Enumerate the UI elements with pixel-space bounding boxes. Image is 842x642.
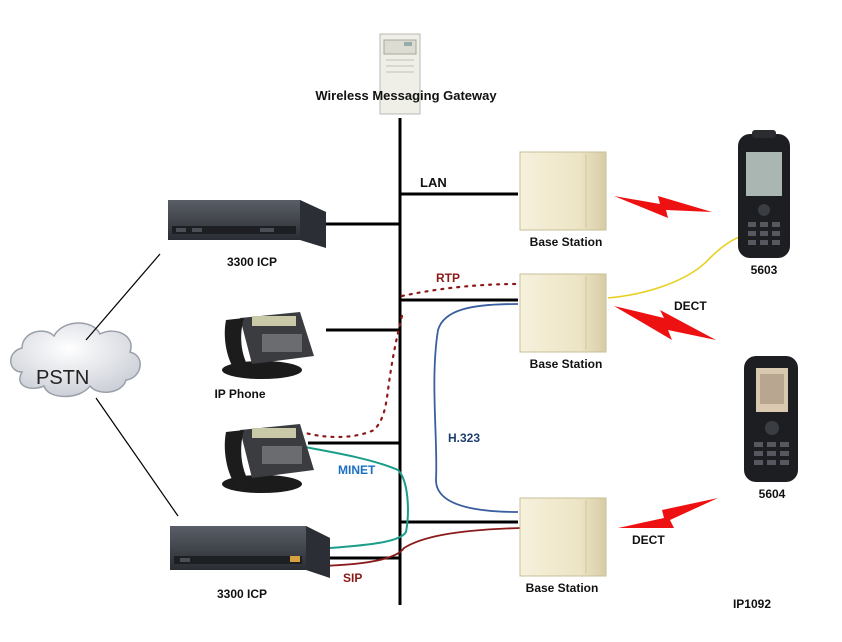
ip-phone-label: IP Phone bbox=[214, 387, 265, 401]
pstn-cloud bbox=[10, 322, 141, 398]
pstn-link-top bbox=[85, 253, 161, 341]
minet-label: MINET bbox=[338, 463, 376, 477]
rtp-link-drop bbox=[300, 314, 404, 439]
handset-5603-label: 5603 bbox=[751, 263, 778, 277]
sip-link bbox=[317, 527, 521, 567]
gateway-label: Wireless Messaging Gateway bbox=[315, 88, 497, 103]
dect-wire bbox=[607, 235, 743, 299]
sip-label: SIP bbox=[343, 571, 362, 585]
model-label: IP1092 bbox=[733, 597, 771, 611]
ip-phone-1 bbox=[222, 312, 314, 379]
h323-label: H.323 bbox=[448, 431, 480, 445]
handset-5603 bbox=[738, 130, 790, 258]
pstn-label: PSTN bbox=[36, 367, 89, 389]
h323-link bbox=[433, 303, 519, 513]
rtp-label: RTP bbox=[436, 271, 460, 285]
icp-top-label: 3300 ICP bbox=[227, 255, 277, 269]
handset-5604 bbox=[744, 356, 798, 482]
wireless-messaging-gateway-device bbox=[379, 33, 421, 115]
dect-label-top: DECT bbox=[674, 299, 707, 313]
wireless-signal-2 bbox=[614, 306, 716, 340]
handset-5604-label: 5604 bbox=[759, 487, 786, 501]
base-station-2 bbox=[519, 273, 607, 353]
base-station-3 bbox=[519, 497, 607, 577]
rtp-link bbox=[400, 282, 520, 298]
lan-backbone bbox=[308, 118, 518, 605]
pstn-link-bottom bbox=[95, 397, 179, 517]
base-station-2-label: Base Station bbox=[530, 357, 603, 371]
icp-bottom-label: 3300 ICP bbox=[217, 587, 267, 601]
minet-link bbox=[299, 445, 409, 549]
lan-label: LAN bbox=[420, 175, 447, 190]
icp-controller-top bbox=[168, 200, 326, 248]
ip-phone-2 bbox=[222, 424, 314, 493]
dect-label-bottom: DECT bbox=[632, 533, 665, 547]
icp-controller-bottom bbox=[170, 526, 330, 578]
base-station-1-label: Base Station bbox=[530, 235, 603, 249]
wireless-signal-3 bbox=[618, 498, 718, 528]
wireless-signal-1 bbox=[614, 196, 712, 218]
base-station-1 bbox=[519, 151, 607, 231]
base-station-3-label: Base Station bbox=[526, 581, 599, 595]
